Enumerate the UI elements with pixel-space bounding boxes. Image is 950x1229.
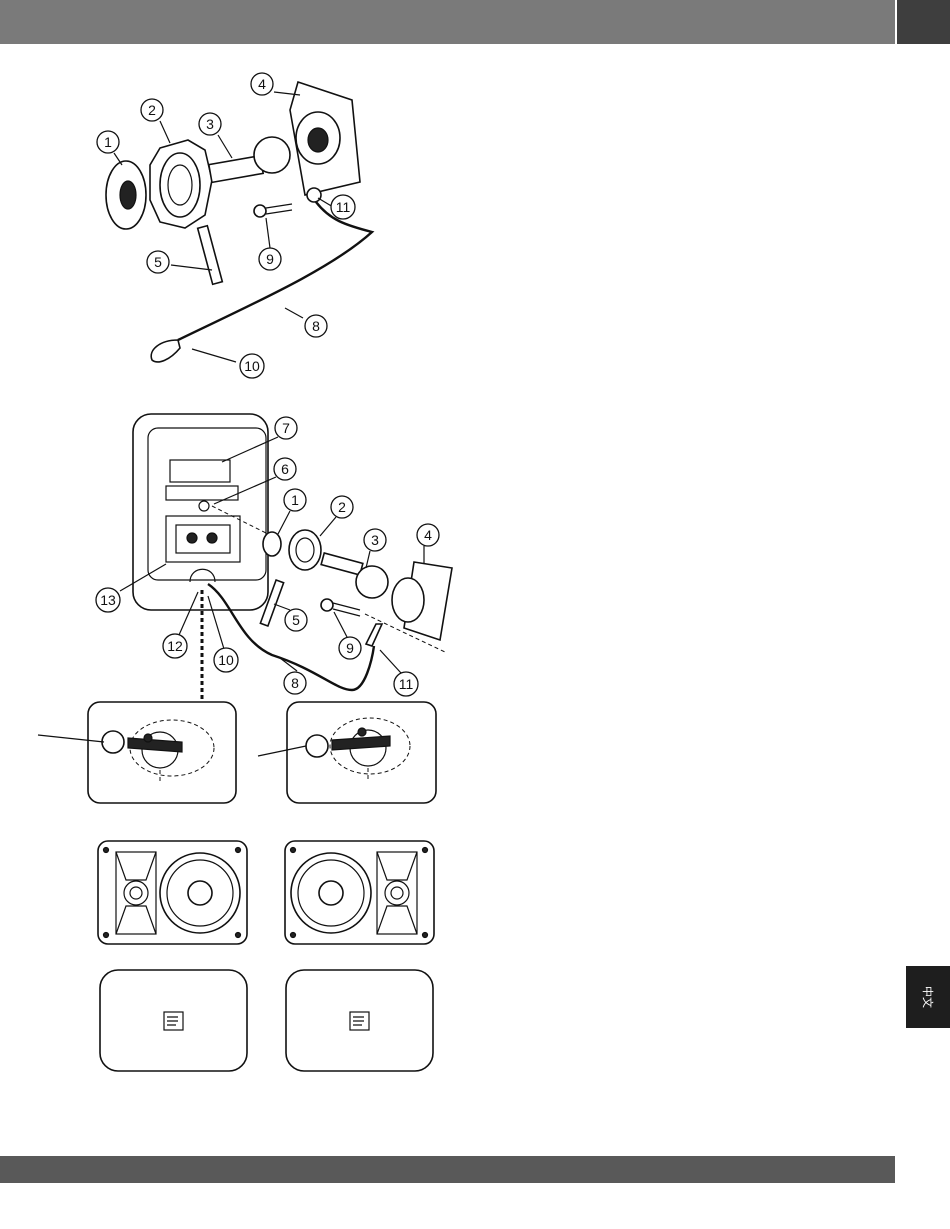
screw-part-rear — [321, 599, 360, 616]
keyhole-detail-left — [38, 702, 236, 803]
pin-part — [198, 226, 223, 285]
knob-part — [150, 140, 212, 228]
rear-callout-4: 4 — [417, 524, 439, 546]
svg-text:10: 10 — [218, 652, 234, 668]
top-exploded-view: 1 2 3 4 5 8 9 10 11 — [97, 73, 372, 378]
rear-callout-12: 12 — [163, 634, 187, 658]
speaker-rear-right — [286, 970, 433, 1071]
washer-part-rear — [263, 532, 281, 556]
safety-cable-part — [178, 202, 372, 340]
rear-assembly-view: 7 6 1 2 3 4 13 12 10 5 9 8 11 — [96, 414, 452, 700]
mounting-plate-part-rear — [392, 562, 452, 640]
svg-text:9: 9 — [346, 640, 354, 656]
svg-text:5: 5 — [292, 612, 300, 628]
svg-text:4: 4 — [258, 76, 266, 92]
svg-text:10: 10 — [244, 358, 260, 374]
svg-text:7: 7 — [282, 420, 290, 436]
rear-callout-2: 2 — [331, 496, 353, 518]
rear-callout-5: 5 — [285, 609, 307, 631]
rear-callout-3: 3 — [364, 529, 386, 551]
svg-text:8: 8 — [291, 675, 299, 691]
ring-terminal-part-rear — [366, 624, 382, 646]
callout-10: 10 — [240, 354, 264, 378]
rear-callout-1: 1 — [284, 489, 306, 511]
rear-callout-11: 11 — [394, 672, 418, 696]
rear-callout-7: 7 — [275, 417, 297, 439]
rear-callout-13: 13 — [96, 588, 120, 612]
svg-text:3: 3 — [206, 116, 214, 132]
callout-5: 5 — [147, 251, 169, 273]
svg-text:11: 11 — [336, 199, 351, 215]
callout-2: 2 — [141, 99, 163, 121]
speaker-front-right — [285, 841, 434, 944]
svg-text:6: 6 — [281, 461, 289, 477]
svg-text:2: 2 — [148, 102, 156, 118]
svg-text:11: 11 — [399, 676, 414, 692]
ball-stud-part-rear — [321, 553, 388, 598]
keyhole-detail-right — [258, 702, 436, 803]
washer-part — [106, 161, 146, 229]
svg-text:9: 9 — [266, 251, 274, 267]
svg-text:1: 1 — [104, 134, 112, 150]
ball-stud-part — [209, 137, 290, 182]
ring-terminal-part — [307, 188, 321, 202]
svg-text:1: 1 — [291, 492, 299, 508]
rear-callout-10: 10 — [214, 648, 238, 672]
callout-9: 9 — [259, 248, 281, 270]
callout-8: 8 — [305, 315, 327, 337]
svg-text:2: 2 — [338, 499, 346, 515]
svg-text:4: 4 — [424, 527, 432, 543]
svg-text:5: 5 — [154, 254, 162, 270]
rear-callout-8: 8 — [284, 672, 306, 694]
speaker-front-left — [98, 841, 247, 944]
svg-text:8: 8 — [312, 318, 320, 334]
callout-11: 11 — [331, 195, 355, 219]
hook-part — [151, 340, 180, 362]
svg-text:13: 13 — [100, 592, 116, 608]
callout-3: 3 — [199, 113, 221, 135]
callout-1: 1 — [97, 131, 119, 153]
svg-text:12: 12 — [167, 638, 183, 654]
screw-part — [254, 204, 292, 217]
speaker-rear-left — [100, 970, 247, 1071]
mounting-plate-part — [290, 82, 360, 195]
callout-4: 4 — [251, 73, 273, 95]
rear-callout-6: 6 — [274, 458, 296, 480]
knob-part-rear — [289, 530, 321, 570]
svg-text:3: 3 — [371, 532, 379, 548]
rear-callout-9: 9 — [339, 637, 361, 659]
